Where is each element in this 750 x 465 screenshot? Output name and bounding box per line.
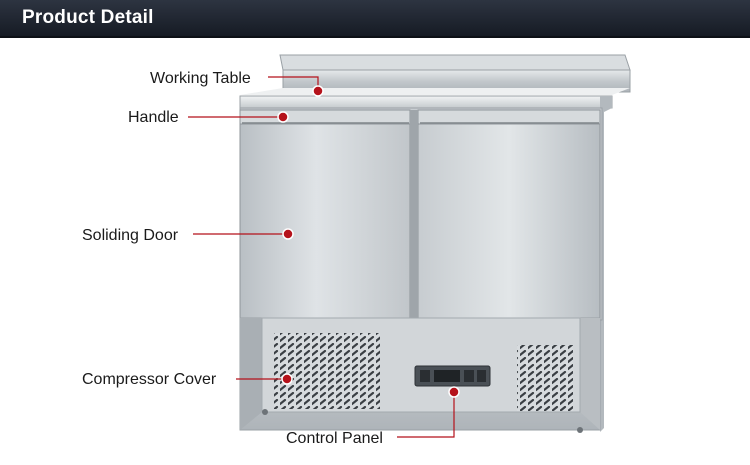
side-panel <box>600 96 612 432</box>
control-panel-label: Control Panel <box>286 430 383 447</box>
callout-compressor-cover: Compressor Cover <box>82 371 293 388</box>
control-panel-marker <box>448 386 460 398</box>
soliding-door <box>239 110 601 331</box>
callout-soliding-door: Soliding Door <box>82 227 294 244</box>
handle-marker <box>277 111 289 123</box>
handle-label: Handle <box>128 109 179 126</box>
page-title: Product Detail <box>22 7 154 28</box>
compressor-cover-marker <box>281 373 293 385</box>
working-table-marker <box>312 85 324 97</box>
control-panel <box>414 365 491 387</box>
handle <box>239 109 601 125</box>
compressor-cover-label: Compressor Cover <box>82 371 217 388</box>
callout-handle: Handle <box>128 109 289 126</box>
soliding-door-marker <box>282 228 294 240</box>
soliding-door-label: Soliding Door <box>82 227 179 244</box>
callout-control-panel: Control Panel <box>286 386 460 447</box>
working-table-label: Working Table <box>150 70 251 87</box>
working-table <box>239 54 631 109</box>
callout-working-table: Working Table <box>150 70 324 97</box>
compressor-cover <box>239 317 601 433</box>
page-header: Product Detail <box>0 0 750 38</box>
